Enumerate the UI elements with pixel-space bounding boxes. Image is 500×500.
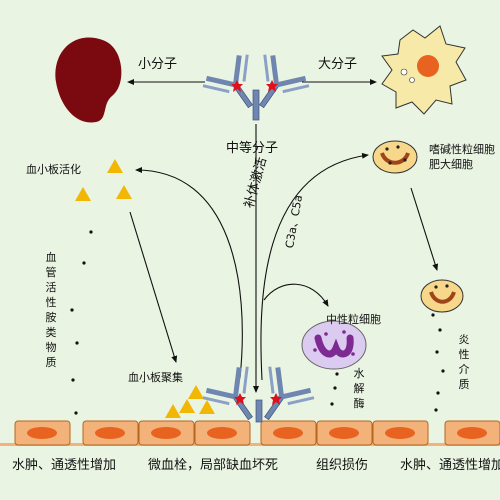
- vasoactive-dots: [70, 230, 93, 415]
- basophil-cell-icon: [372, 140, 418, 174]
- kidney-icon: [55, 37, 122, 123]
- label-large-molecule: 大分子: [318, 57, 358, 72]
- phagocyte-cell-icon: [381, 25, 467, 115]
- activated-platelets-icon: [75, 159, 132, 201]
- degranulating-cell-icon: [420, 279, 464, 313]
- label-tissue-damage: 组织损伤: [316, 458, 369, 473]
- top-immune-complex-icon: [201, 51, 312, 121]
- label-microthrombus: 微血栓，局部缺血坏死: [148, 458, 279, 473]
- label-edema-right: 水肿、通透性增加: [400, 458, 500, 473]
- label-medium-molecule: 中等分子: [226, 141, 279, 156]
- label-platelet-activation: 血小板活化: [26, 163, 81, 176]
- label-basophil-line2: 肥大细胞: [429, 158, 473, 171]
- label-neutrophil: 中性粒细胞: [326, 313, 381, 326]
- label-edema-left: 水肿、通透性增加: [12, 458, 117, 473]
- arrow-to-platelet-activation: [135, 167, 243, 379]
- endothelium: [0, 420, 500, 446]
- neutrophil-cell-icon: [301, 320, 367, 370]
- arrow-to-neutrophil: [263, 283, 329, 307]
- hydrolase-dots: [330, 372, 339, 406]
- arrow-complement-activation: [260, 152, 369, 381]
- mediator-dots: [431, 313, 445, 412]
- label-vasoactive-amines: 血管活性胺类物质: [45, 251, 57, 369]
- label-platelet-aggregation: 血小板聚集: [128, 371, 183, 384]
- label-basophil-line1: 嗜碱性粒细胞: [429, 143, 495, 156]
- arrow-to-granulocyte: [410, 187, 439, 271]
- label-hydrolase: 水解酶: [353, 367, 365, 410]
- arrow-to-platelet-aggregation: [129, 211, 178, 363]
- label-small-molecule: 小分子: [138, 57, 178, 72]
- bottom-immune-complex-icon: [201, 363, 317, 433]
- label-inflammatory-mediators: 炎性介质: [458, 333, 470, 391]
